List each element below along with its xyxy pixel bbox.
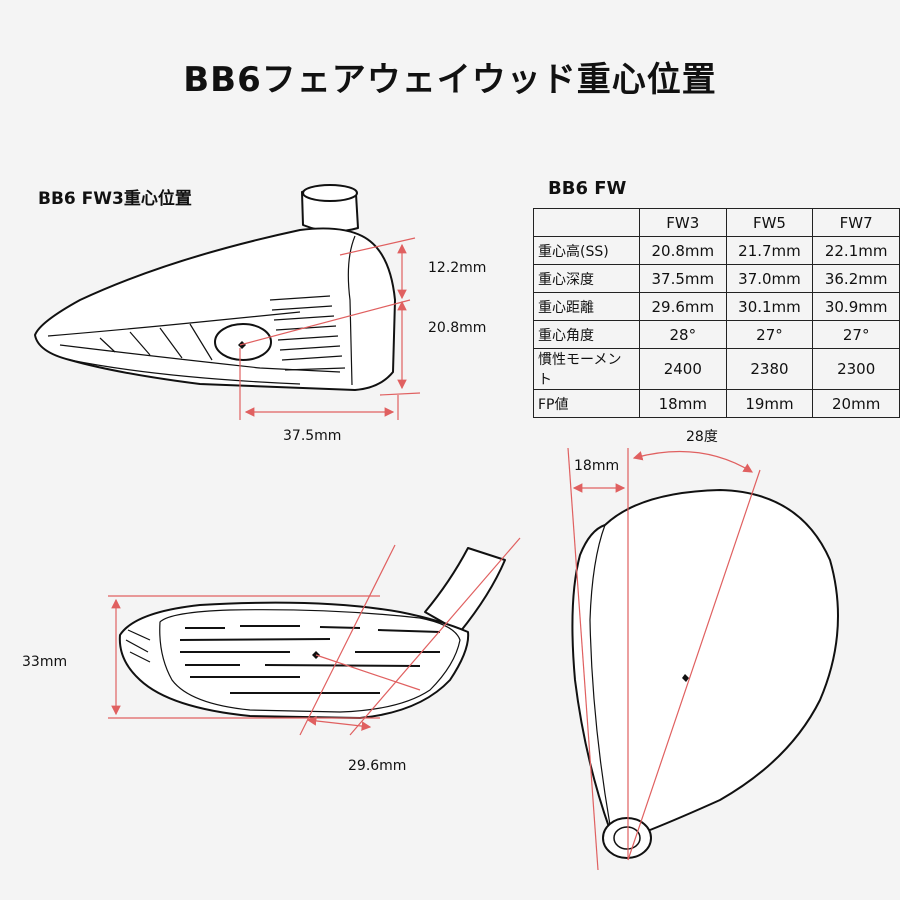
dim-label-fp: 18mm — [574, 458, 619, 474]
row-label: 重心距離 — [533, 292, 640, 321]
table-title: BB6 FW — [548, 178, 627, 199]
table-row: 重心高(SS) 20.8mm 21.7mm 22.1mm — [533, 236, 900, 265]
table-cell: 18mm — [638, 389, 727, 418]
dim-label-angle: 28度 — [686, 429, 718, 445]
row-label: 重心深度 — [533, 264, 640, 293]
dim-label-face-height: 33mm — [22, 654, 67, 670]
side-view-club-head — [34, 184, 396, 391]
dim-label-depth: 37.5mm — [283, 428, 341, 444]
spec-table: FW3 FW5 FW7 重心高(SS) 20.8mm 21.7mm 22.1mm… — [533, 208, 900, 418]
table-cell: 27° — [725, 320, 814, 349]
dim-label-height-mid: 20.8mm — [428, 320, 486, 336]
column-header: FW5 — [725, 208, 814, 237]
table-row: 重心深度 37.5mm 37.0mm 36.2mm — [533, 264, 900, 293]
table-cell: 27° — [812, 320, 900, 349]
table-cell: 22.1mm — [812, 236, 900, 265]
table-cell: 29.6mm — [638, 292, 727, 321]
table-cell: 20mm — [812, 389, 900, 418]
row-label: FP値 — [533, 389, 640, 418]
side-view-dimension-lines — [239, 237, 421, 420]
dim-label-distance: 29.6mm — [348, 758, 406, 774]
row-label: 慣性モーメント — [533, 348, 640, 390]
row-label: 重心高(SS) — [533, 236, 640, 265]
table-cell: 20.8mm — [638, 236, 727, 265]
side-view-title: BB6 FW3重心位置 — [38, 189, 192, 209]
table-cell: 30.1mm — [725, 292, 814, 321]
table-cell: 37.5mm — [638, 264, 727, 293]
table-cell: 36.2mm — [812, 264, 900, 293]
table-row: FP値 18mm 19mm 20mm — [533, 389, 900, 418]
table-row: 重心距離 29.6mm 30.1mm 30.9mm — [533, 292, 900, 321]
table-cell: 21.7mm — [725, 236, 814, 265]
table-cell: 2300 — [812, 348, 900, 390]
table-cell: 37.0mm — [725, 264, 814, 293]
table-row: 慣性モーメント 2400 2380 2300 — [533, 348, 900, 390]
dim-label-height-top: 12.2mm — [428, 260, 486, 276]
face-view-dimension-lines — [108, 537, 521, 736]
table-cell: 19mm — [725, 389, 814, 418]
table-cell: 2380 — [725, 348, 814, 390]
face-view-club-head — [118, 547, 506, 719]
top-view-club-head — [571, 489, 839, 859]
page-title: BB6フェアウェイウッド重心位置 — [183, 60, 717, 100]
table-header-row: FW3 FW5 FW7 — [533, 208, 900, 237]
table-cell: 2400 — [638, 348, 727, 390]
column-header: FW7 — [812, 208, 900, 237]
top-view-dimension-lines — [567, 447, 761, 871]
